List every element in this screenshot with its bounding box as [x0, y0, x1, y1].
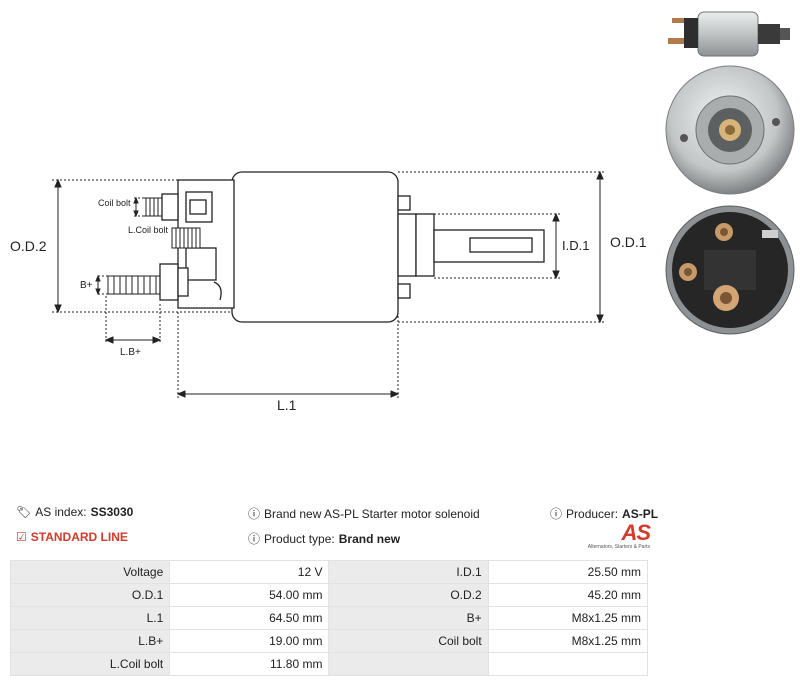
spec-key — [328, 652, 489, 676]
solenoid-technical-drawing: O.D.2 O.D.1 I.D.1 L.1 L.B+ B+ Coil bolt … — [10, 170, 647, 413]
checkbox-icon: ☑ — [16, 530, 27, 544]
spec-key: Coil bolt — [328, 629, 489, 653]
standard-line-row: ☑ STANDARD LINE — [16, 530, 128, 544]
logo-mark: AS — [621, 520, 651, 545]
tag-icon: 🏷︎ — [16, 505, 32, 519]
label-l-coil-bolt: L.Coil bolt — [128, 225, 169, 235]
spec-value: 25.50 mm — [487, 560, 649, 584]
label-lbplus: L.B+ — [120, 347, 141, 358]
spec-value: 19.00 mm — [169, 629, 330, 653]
coil-bolt-thread — [142, 197, 162, 217]
spec-key: O.D.1 — [9, 583, 171, 607]
label-l1: L.1 — [277, 397, 297, 413]
product-type-value: Brand new — [338, 531, 401, 546]
spec-key: L.Coil bolt — [9, 652, 171, 676]
description-row: ⓘ Brand new AS-PL Starter motor solenoid — [248, 505, 480, 522]
info-icon: ⓘ — [248, 507, 261, 521]
spec-value: M8x1.25 mm — [487, 606, 649, 630]
product-type-row: ⓘ Product type: Brand new — [248, 530, 400, 547]
photo-side-view — [668, 11, 790, 57]
spec-value: 64.50 mm — [169, 606, 330, 630]
spec-key: L.B+ — [9, 629, 171, 653]
solenoid-flange — [397, 213, 417, 277]
spec-value — [487, 652, 649, 676]
solenoid-body — [231, 171, 399, 323]
as-pl-logo: AS Alternators, Starters & Parts — [586, 520, 651, 552]
producer-value: AS-PL — [622, 506, 659, 521]
info-icon: ⓘ — [550, 507, 563, 521]
spec-value: 11.80 mm — [169, 652, 330, 676]
producer-label: Producer: — [566, 506, 619, 521]
label-coil-bolt: Coil bolt — [98, 198, 131, 208]
product-type-label: Product type: — [264, 531, 335, 546]
spec-key: L.1 — [9, 606, 171, 630]
spec-value: 45.20 mm — [487, 583, 649, 607]
label-id1: I.D.1 — [562, 238, 589, 253]
spec-value: 12 V — [169, 560, 330, 584]
as-index-row: 🏷︎ AS index: SS3030 — [16, 505, 133, 519]
spec-key: B+ — [328, 606, 489, 630]
as-index-value: SS3030 — [90, 505, 134, 519]
spec-key: I.D.1 — [328, 560, 489, 584]
info-icon: ⓘ — [248, 532, 261, 546]
logo-tagline: Alternators, Starters & Parts — [587, 544, 650, 550]
spec-key: O.D.2 — [328, 583, 489, 607]
photo-front-view — [665, 65, 795, 195]
spec-value: M8x1.25 mm — [487, 629, 649, 653]
spec-key: Voltage — [9, 560, 171, 584]
label-bplus: B+ — [80, 280, 93, 291]
photo-back-view — [665, 205, 795, 335]
as-index-label: AS index: — [35, 505, 87, 519]
label-od2: O.D.2 — [10, 238, 47, 254]
product-photos — [665, 11, 795, 335]
product-description: Brand new AS-PL Starter motor solenoid — [264, 506, 480, 521]
standard-line-label: STANDARD LINE — [30, 530, 128, 544]
spec-value: 54.00 mm — [169, 583, 330, 607]
producer-row: ⓘ Producer: AS-PL — [550, 505, 658, 522]
bplus-bolt-thread — [107, 275, 160, 295]
label-od1: O.D.1 — [610, 234, 647, 250]
